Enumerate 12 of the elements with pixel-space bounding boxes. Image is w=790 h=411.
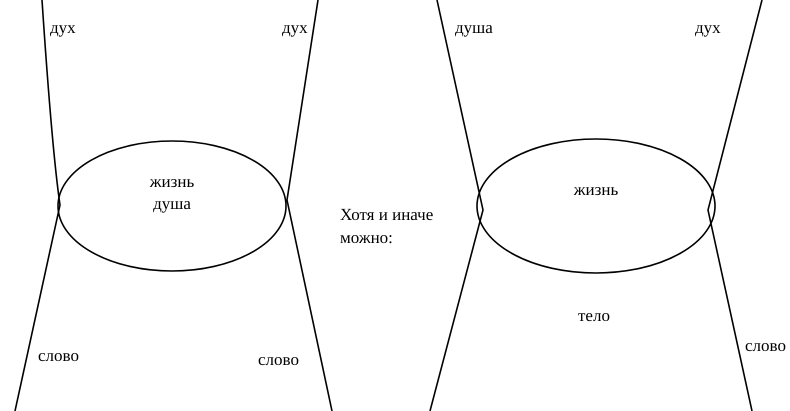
word-label: слово xyxy=(258,350,299,370)
word-label: дух xyxy=(50,18,76,38)
ellipse-label: жизнь xyxy=(148,171,196,193)
note-text: Хотя и иначе можно: xyxy=(340,204,434,249)
word-label: слово xyxy=(745,336,786,356)
ellipse-label: душа xyxy=(152,193,192,215)
word-label: дух xyxy=(282,18,308,38)
ellipse-label: жизнь xyxy=(572,179,620,201)
word-label: душа xyxy=(455,18,493,38)
word-label: тело xyxy=(578,306,610,326)
word-label: слово xyxy=(38,346,79,366)
word-label: дух xyxy=(695,18,721,38)
